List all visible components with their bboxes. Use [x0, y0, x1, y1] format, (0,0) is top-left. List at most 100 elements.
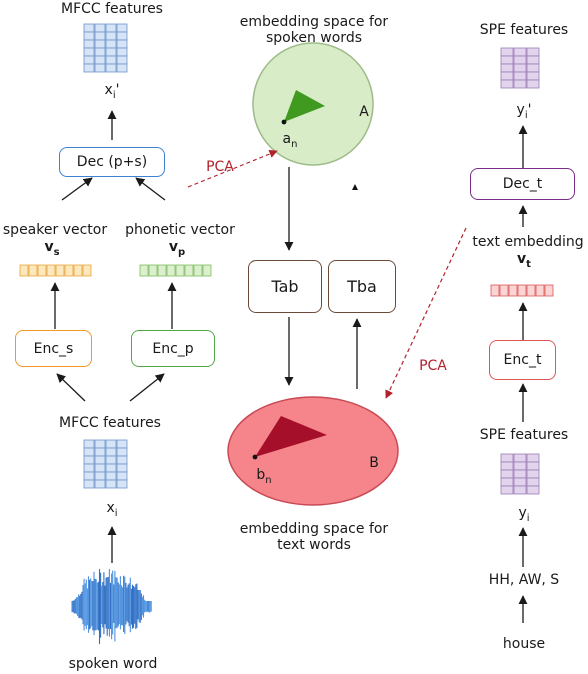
matrix-cell — [82, 264, 92, 277]
matrix-cell — [116, 55, 128, 65]
matrix-cell — [94, 447, 106, 457]
matrix-cell — [105, 23, 117, 33]
matrix-cell — [116, 23, 128, 33]
matrix-cell — [508, 284, 518, 297]
matrix-cell — [517, 284, 527, 297]
matrix-cell — [83, 63, 95, 73]
dec-ps-box[interactable]: Dec (p+s) — [59, 147, 165, 177]
matrix-cell — [116, 39, 128, 49]
matrix-cell — [157, 264, 167, 277]
matrix-cell — [193, 264, 203, 277]
enc-s-box[interactable]: Enc_s — [15, 330, 92, 367]
text-wedge — [255, 416, 327, 457]
matrix-cell — [83, 23, 95, 33]
pca-left-label: PCA — [206, 159, 234, 175]
matrix-cell — [28, 264, 38, 277]
matrix-cell — [500, 469, 514, 479]
arrow-vs-to-dec — [61, 177, 93, 201]
y-i-label: yi — [518, 505, 530, 524]
matrix-cell — [500, 71, 514, 81]
matrix-cell — [94, 23, 106, 33]
matrix-cell — [526, 55, 540, 65]
phonemes-label: HH, AW, S — [488, 572, 560, 588]
matrix-cell — [83, 471, 95, 481]
matrix-cell — [94, 47, 106, 57]
a-n-label: an — [282, 131, 298, 150]
matrix-cell — [116, 463, 128, 473]
matrix-cell — [513, 453, 527, 463]
matrix-cell — [526, 461, 540, 471]
phonetic-vector-label: phonetic vector — [125, 222, 235, 238]
matrix-cell — [94, 63, 106, 73]
matrix-cell — [526, 477, 540, 487]
matrix-cell — [184, 264, 194, 277]
matrix-cell — [37, 264, 47, 277]
b-n-point — [252, 454, 258, 460]
matrix-cell — [83, 479, 95, 489]
matrix-cell — [105, 39, 117, 49]
matrix-cell — [499, 284, 509, 297]
matrix-cell — [500, 461, 514, 471]
matrix-cell — [513, 477, 527, 487]
matrix-cell — [83, 39, 95, 49]
matrix-cell — [83, 447, 95, 457]
pca-right-arrow — [385, 227, 467, 399]
matrix-cell — [105, 55, 117, 65]
matrix-cell — [500, 47, 514, 57]
v-t-label: vt — [517, 251, 531, 270]
matrix-cell — [526, 453, 540, 463]
matrix-cell — [500, 63, 514, 73]
matrix-cell — [535, 284, 545, 297]
spe-matrix-top — [500, 47, 540, 89]
matrix-cell — [116, 455, 128, 465]
matrix-cell — [105, 447, 117, 457]
tab-box[interactable]: Tab — [248, 260, 322, 313]
matrix-cell — [105, 63, 117, 73]
enc-p-box[interactable]: Enc_p — [131, 330, 215, 367]
matrix-cell — [105, 463, 117, 473]
matrix-cell — [116, 471, 128, 481]
matrix-cell — [83, 463, 95, 473]
matrix-cell — [526, 79, 540, 89]
arrow-vp-to-dec — [135, 177, 166, 201]
enc-t-box[interactable]: Enc_t — [489, 340, 556, 380]
text-vector-bar — [490, 284, 554, 297]
x-i-label: xi — [106, 500, 118, 519]
matrix-cell — [513, 55, 527, 65]
matrix-cell — [490, 284, 500, 297]
matrix-cell — [83, 31, 95, 41]
mfcc-features-bottom-label: MFCC features — [59, 415, 161, 431]
a-n-point — [281, 119, 287, 125]
matrix-cell — [94, 471, 106, 481]
mfcc-matrix-bottom — [83, 439, 128, 489]
spe-features-top-label: SPE features — [479, 22, 569, 38]
matrix-cell — [116, 31, 128, 41]
matrix-cell — [94, 39, 106, 49]
pca-left-arrow — [187, 149, 278, 188]
v-s-label: vs — [44, 239, 60, 258]
b-n-label: bn — [256, 467, 272, 486]
matrix-cell — [105, 439, 117, 449]
matrix-cell — [94, 55, 106, 65]
spe-matrix-bottom — [500, 453, 540, 495]
spe-features-bottom-label: SPE features — [479, 427, 569, 443]
matrix-cell — [513, 47, 527, 57]
matrix-cell — [526, 284, 536, 297]
matrix-cell — [105, 455, 117, 465]
matrix-cell — [19, 264, 29, 277]
matrix-cell — [139, 264, 149, 277]
matrix-cell — [116, 63, 128, 73]
matrix-cell — [73, 264, 83, 277]
matrix-cell — [500, 485, 514, 495]
space-B-label: B — [369, 455, 379, 471]
matrix-cell — [526, 63, 540, 73]
mfcc-matrix-top — [83, 23, 128, 73]
tba-box[interactable]: Tba — [328, 260, 396, 313]
matrix-cell — [526, 485, 540, 495]
dec-t-box[interactable]: Dec_t — [470, 168, 575, 200]
matrix-cell — [500, 55, 514, 65]
matrix-cell — [105, 471, 117, 481]
